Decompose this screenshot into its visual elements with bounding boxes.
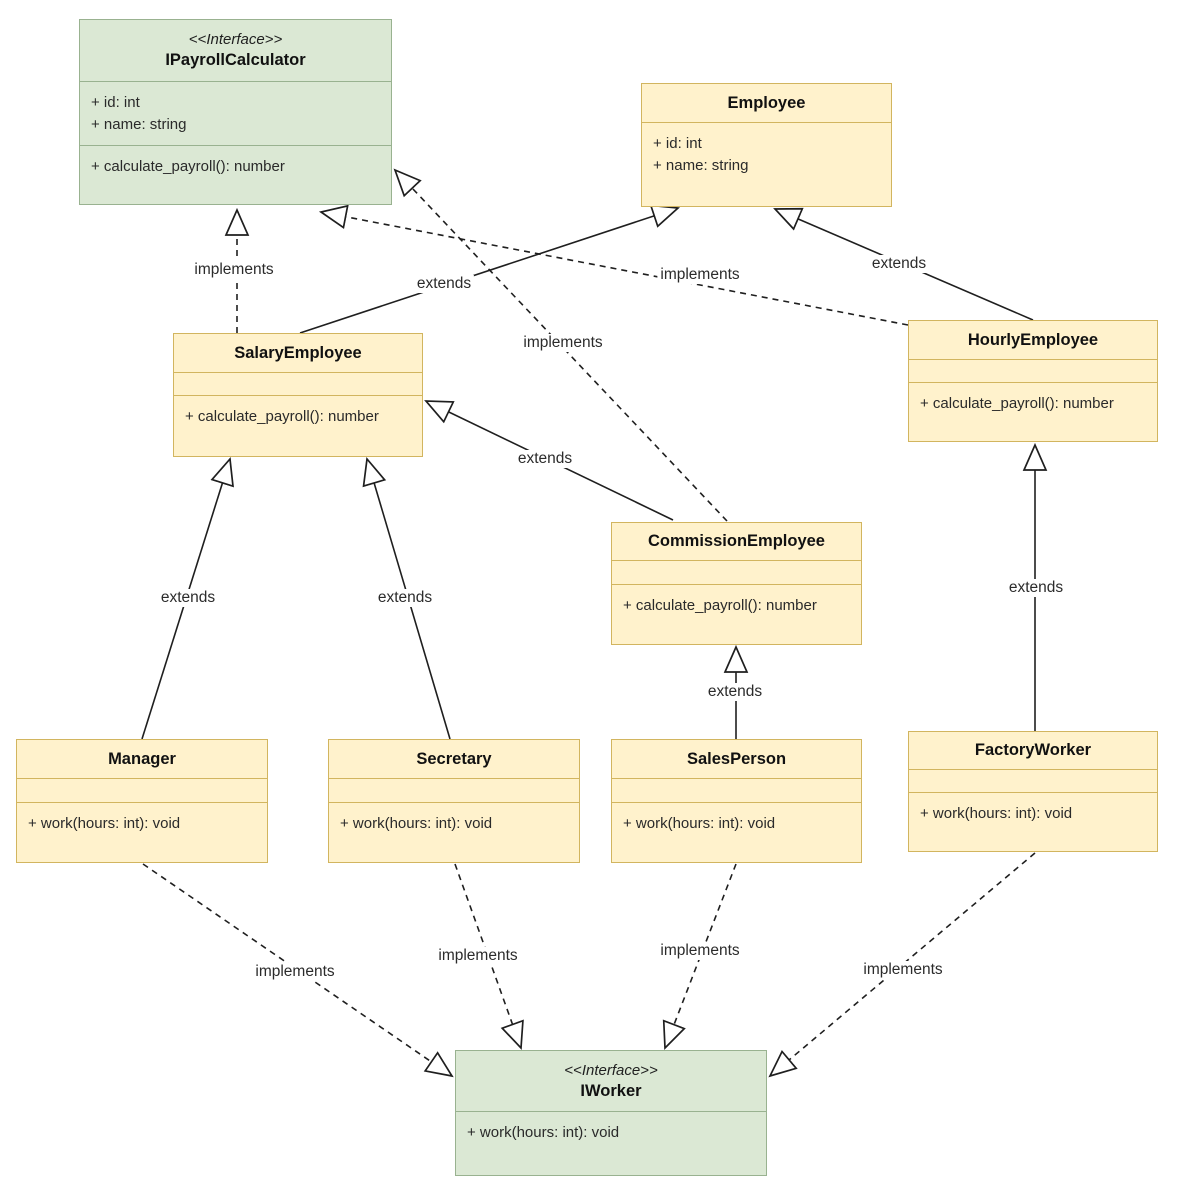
methods-section: + work(hours: int): void bbox=[612, 802, 861, 862]
class-title: SalesPerson bbox=[686, 749, 787, 768]
edge-label-secretary-extends: extends bbox=[374, 589, 436, 607]
class-box-salesperson[interactable]: SalesPerson + work(hours: int): void bbox=[611, 739, 862, 863]
methods-section: + work(hours: int): void bbox=[17, 802, 267, 862]
class-header: CommissionEmployee bbox=[612, 523, 861, 560]
edge-label-hourlyemployee-extends: extends bbox=[868, 255, 930, 273]
methods-section: + work(hours: int): void bbox=[456, 1111, 766, 1175]
class-title: Manager bbox=[108, 749, 176, 768]
edge-label-factoryworker-extends: extends bbox=[1005, 579, 1067, 597]
method: + calculate_payroll(): number bbox=[920, 395, 1114, 412]
attributes-section bbox=[612, 778, 861, 802]
methods-section: + calculate_payroll(): number bbox=[909, 382, 1157, 441]
method: + calculate_payroll(): number bbox=[185, 408, 379, 425]
class-box-iworker[interactable]: <<Interface>> IWorker + work(hours: int)… bbox=[455, 1050, 767, 1176]
class-header: SalesPerson bbox=[612, 740, 861, 778]
class-title: IPayrollCalculator bbox=[165, 51, 306, 69]
methods-section: + work(hours: int): void bbox=[909, 792, 1157, 851]
class-box-ipayrollcalculator[interactable]: <<Interface>> IPayrollCalculator + id: i… bbox=[79, 19, 392, 205]
method: + work(hours: int): void bbox=[28, 815, 181, 832]
edge-label-factoryworker-implements: implements bbox=[860, 961, 946, 979]
methods-section: + calculate_payroll(): number bbox=[174, 395, 422, 456]
class-header: Manager bbox=[17, 740, 267, 778]
method: + work(hours: int): void bbox=[920, 805, 1073, 822]
edge-label-commissionemployee-implements: implements bbox=[520, 334, 606, 352]
method: + work(hours: int): void bbox=[340, 815, 493, 832]
class-box-salaryemployee[interactable]: SalaryEmployee + calculate_payroll(): nu… bbox=[173, 333, 423, 457]
methods-section: + calculate_payroll(): number bbox=[80, 145, 391, 204]
class-header: HourlyEmployee bbox=[909, 321, 1157, 359]
stereotype-label: <<Interface>> bbox=[564, 1061, 658, 1079]
edge-label-salaryemployee-implements: implements bbox=[191, 261, 277, 279]
class-header: Secretary bbox=[329, 740, 579, 778]
edge-label-manager-extends: extends bbox=[157, 589, 219, 607]
attributes-section: + id: int + name: string bbox=[80, 81, 391, 145]
attribute: + name: string bbox=[653, 157, 749, 174]
class-title: SalaryEmployee bbox=[234, 343, 362, 362]
class-box-factoryworker[interactable]: FactoryWorker + work(hours: int): void bbox=[908, 731, 1158, 852]
attribute: + id: int bbox=[653, 135, 702, 152]
class-title: CommissionEmployee bbox=[648, 532, 825, 550]
methods-section: + work(hours: int): void bbox=[329, 802, 579, 862]
class-title: FactoryWorker bbox=[974, 741, 1092, 759]
class-header: <<Interface>> IWorker bbox=[456, 1051, 766, 1111]
method: + calculate_payroll(): number bbox=[91, 158, 285, 175]
methods-section: + calculate_payroll(): number bbox=[612, 584, 861, 644]
edge-label-salesperson-extends: extends bbox=[704, 683, 766, 701]
edge-label-hourlyemployee-implements: implements bbox=[657, 266, 743, 284]
class-header: FactoryWorker bbox=[909, 732, 1157, 769]
attribute: + name: string bbox=[91, 116, 187, 133]
edge-label-salaryemployee-extends: extends bbox=[413, 275, 475, 293]
class-box-commissionemployee[interactable]: CommissionEmployee + calculate_payroll()… bbox=[611, 522, 862, 645]
class-header: <<Interface>> IPayrollCalculator bbox=[80, 20, 391, 81]
attributes-section bbox=[17, 778, 267, 802]
class-box-hourlyemployee[interactable]: HourlyEmployee + calculate_payroll(): nu… bbox=[908, 320, 1158, 442]
attributes-section bbox=[329, 778, 579, 802]
class-box-manager[interactable]: Manager + work(hours: int): void bbox=[16, 739, 268, 863]
attributes-section bbox=[612, 560, 861, 584]
method: + work(hours: int): void bbox=[467, 1124, 620, 1141]
method: + work(hours: int): void bbox=[623, 815, 776, 832]
method: + calculate_payroll(): number bbox=[623, 597, 817, 614]
class-title: Secretary bbox=[416, 749, 492, 768]
class-title: HourlyEmployee bbox=[967, 330, 1099, 349]
attributes-section bbox=[909, 769, 1157, 792]
class-box-employee[interactable]: Employee + id: int + name: string bbox=[641, 83, 892, 207]
class-title: Employee bbox=[727, 93, 806, 112]
class-box-secretary[interactable]: Secretary + work(hours: int): void bbox=[328, 739, 580, 863]
edge-factoryworker-implements-iworker bbox=[768, 852, 1036, 1078]
attributes-section: + id: int + name: string bbox=[642, 122, 891, 206]
class-header: Employee bbox=[642, 84, 891, 122]
attributes-section bbox=[909, 359, 1157, 382]
edge-salaryemployee-extends-employee bbox=[299, 204, 681, 334]
class-title: IWorker bbox=[580, 1081, 642, 1100]
attributes-section bbox=[174, 372, 422, 395]
edge-hourlyemployee-implements-ipayrollcalculator bbox=[318, 204, 909, 326]
edge-label-secretary-implements: implements bbox=[435, 947, 521, 965]
edge-label-salesperson-implements: implements bbox=[657, 942, 743, 960]
edge-label-manager-implements: implements bbox=[252, 963, 338, 981]
edge-commissionemployee-implements-ipayrollcalculator bbox=[393, 168, 728, 522]
attribute: + id: int bbox=[91, 94, 140, 111]
stereotype-label: <<Interface>> bbox=[188, 31, 283, 48]
edge-label-commissionemployee-extends: extends bbox=[514, 450, 576, 468]
class-header: SalaryEmployee bbox=[174, 334, 422, 372]
